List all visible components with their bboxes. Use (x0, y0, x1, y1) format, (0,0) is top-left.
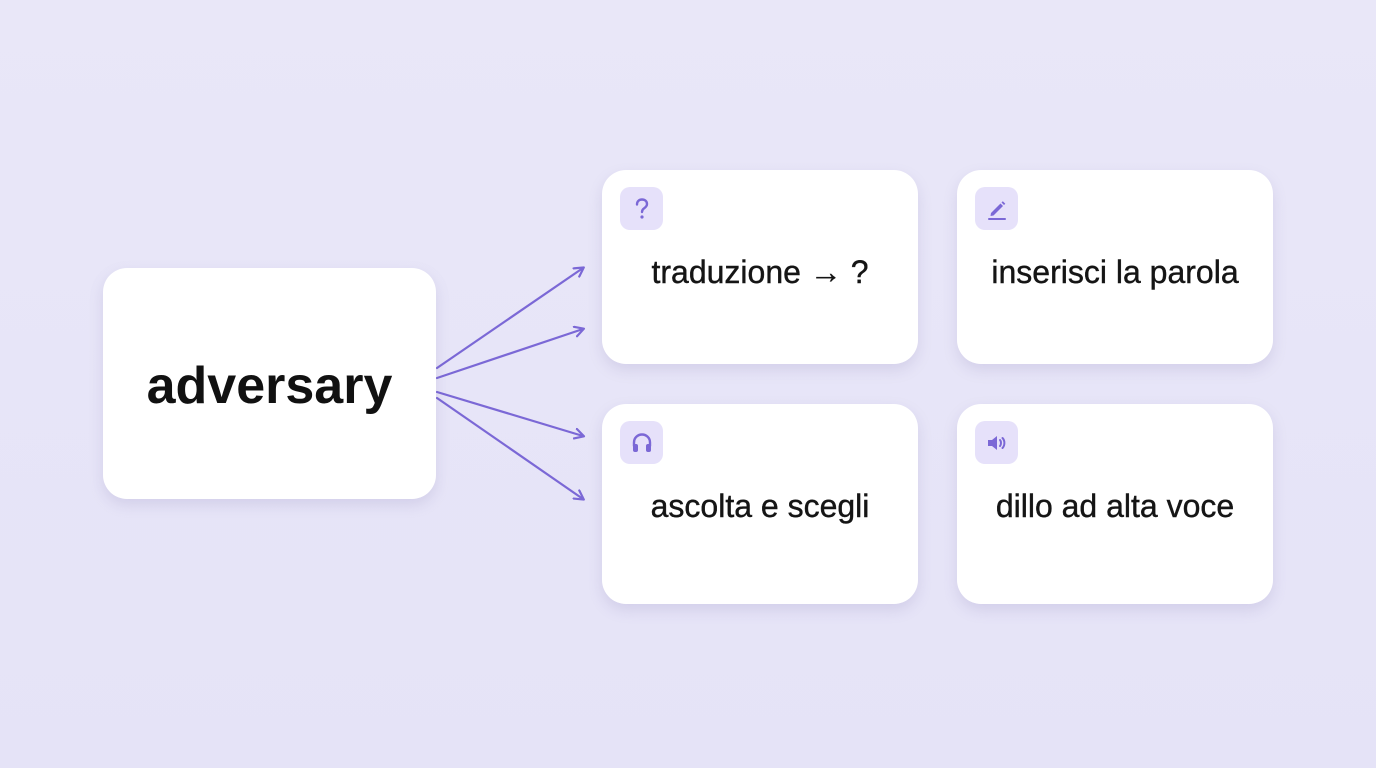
exercise-label: ascolta e scegli (650, 488, 870, 524)
exercise-card-fill-word[interactable]: inserisci la parola (957, 170, 1273, 364)
headphones-icon (620, 421, 663, 464)
exercise-label: dillo ad alta voce (995, 488, 1235, 524)
arrow-to-listen-choose (435, 390, 583, 436)
exercise-label: traduzione → ? (651, 254, 869, 290)
vocabulary-word: adversary (146, 356, 393, 415)
arrow-to-translation (435, 268, 583, 370)
arrow-to-fill-word (435, 329, 583, 380)
exercise-card-translation[interactable]: traduzione → ? (602, 170, 918, 364)
exercise-card-say-aloud[interactable]: dillo ad alta voce (957, 404, 1273, 604)
speaker-icon (975, 421, 1018, 464)
exercise-label: inserisci la parola (991, 254, 1239, 290)
pencil-icon (975, 187, 1018, 230)
question-mark-icon (620, 187, 663, 230)
exercise-card-listen-choose[interactable]: ascolta e scegli (602, 404, 918, 604)
vocabulary-word-card[interactable]: adversary (103, 268, 436, 499)
arrow-to-say-aloud (435, 396, 583, 499)
